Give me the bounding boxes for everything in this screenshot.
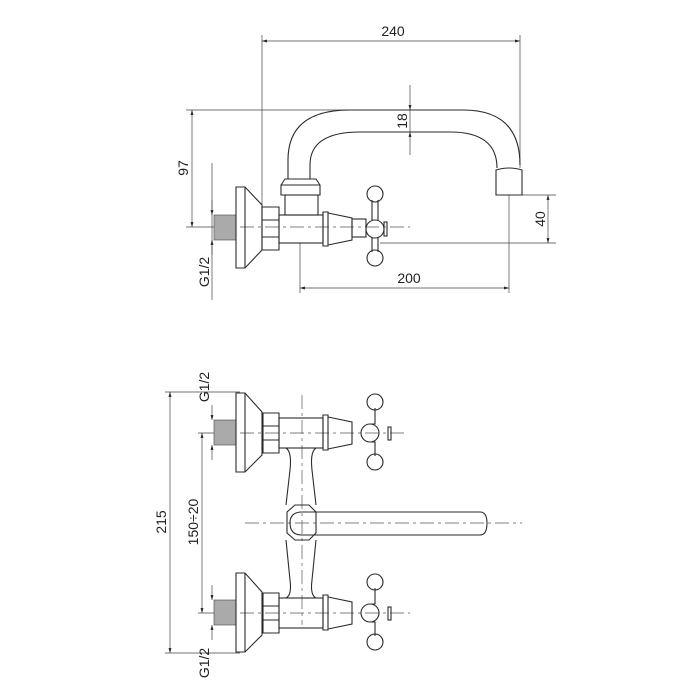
dimension-label-215: 215 xyxy=(153,510,169,534)
dimension-label-97: 97 xyxy=(175,160,191,176)
spout-hex-nut xyxy=(286,504,317,541)
valve-top xyxy=(213,392,392,473)
thread xyxy=(213,214,237,241)
thread-label-top: G1/2 xyxy=(196,372,212,403)
aerator xyxy=(495,167,523,196)
dimension-label-18: 18 xyxy=(394,113,410,129)
hex-nut xyxy=(261,206,280,251)
thread-label: G1/2 xyxy=(196,257,212,288)
spout-nut xyxy=(280,178,321,196)
valve-cone xyxy=(322,211,353,247)
side-view: 240 97 18 40 200 G1/2 xyxy=(175,23,556,300)
front-view: 215 150÷20 G1/2 G1/2 xyxy=(153,372,522,679)
valve-bottom xyxy=(213,572,392,653)
cross-handle xyxy=(365,185,388,267)
wall-flange xyxy=(235,186,263,269)
dimension-label-150-20: 150÷20 xyxy=(185,498,201,545)
dimension-label-240: 240 xyxy=(381,23,405,39)
dimension-label-40: 40 xyxy=(532,211,548,227)
valve-body xyxy=(278,214,324,244)
mixer-body xyxy=(285,447,317,599)
thread-label-bottom: G1/2 xyxy=(196,648,212,679)
spout-top-view xyxy=(289,511,488,536)
spout xyxy=(287,109,521,179)
dimension-label-200: 200 xyxy=(397,270,421,286)
